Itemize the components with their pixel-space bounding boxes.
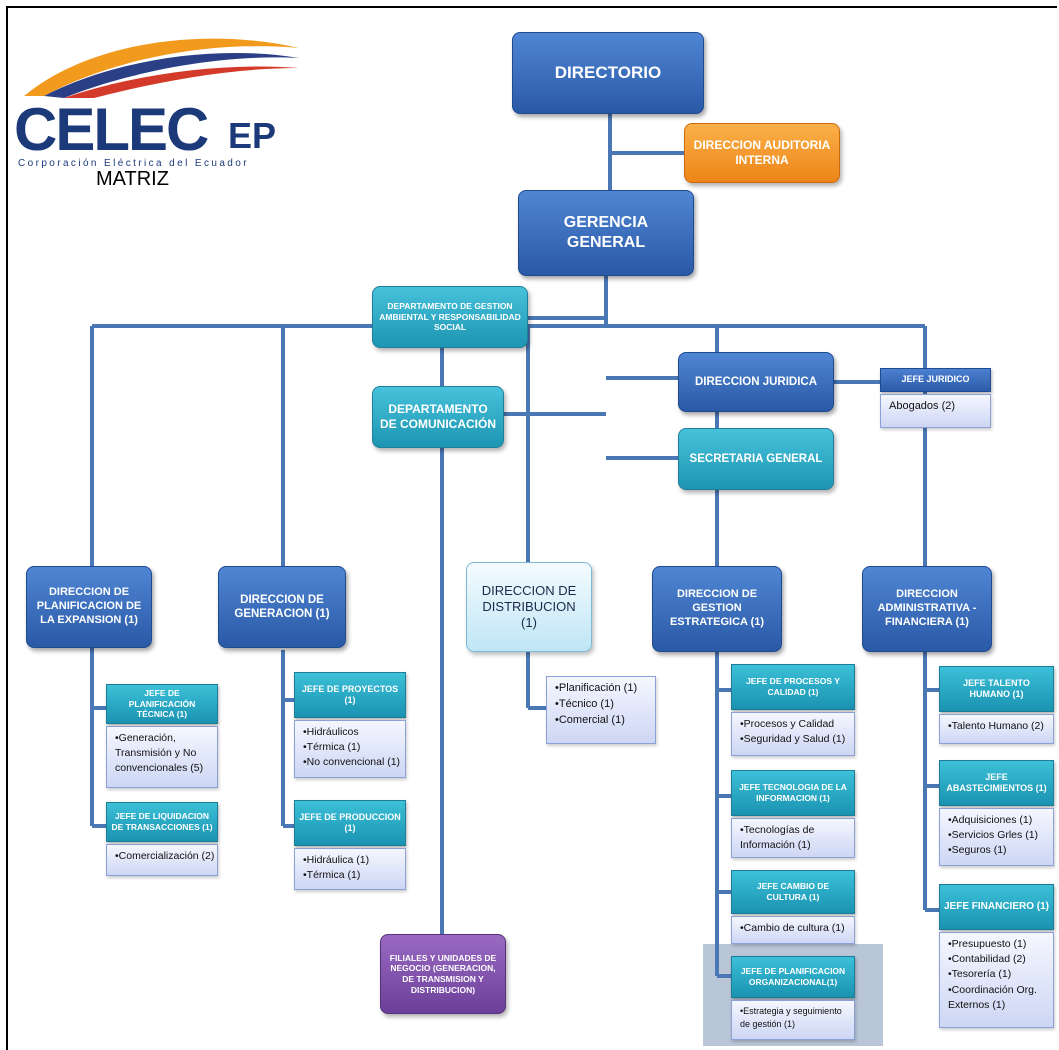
list-item: •Presupuesto (1) (948, 938, 1027, 950)
node-directorio: DIRECTORIO (512, 32, 704, 114)
logo-suffix: EP (228, 115, 277, 156)
list-item: Información (1) (740, 839, 811, 852)
unit-header: JEFE DE PROYECTOS (1) (294, 672, 406, 718)
unit-header: JEFE DE PLANIFICACION ORGANIZACIONAL(1) (731, 956, 855, 998)
distribucion-list: •Planificación (1) •Técnico (1) •Comerci… (546, 676, 656, 744)
unit-list: •Cambio de cultura (1) (731, 916, 855, 944)
list-item: •Seguridad y Salud (1) (740, 733, 846, 746)
unit-list: •Presupuesto (1) •Contabilidad (2) •Teso… (939, 932, 1054, 1028)
node-gerencia-general: GERENCIA GENERAL (518, 190, 694, 276)
list-item: •Contabilidad (2) (948, 953, 1026, 966)
node-direccion-juridica: DIRECCION JURIDICA (678, 352, 834, 412)
list-item: •Comercial (1) (555, 713, 625, 726)
logo-subtitle: Corporación Eléctrica del Ecuador (18, 158, 249, 169)
unit-header: JEFE DE LIQUIDACION DE TRANSACCIONES (1) (106, 802, 218, 842)
node-filiales: FILIALES Y UNIDADES DE NEGOCIO (GENERACI… (380, 934, 506, 1014)
unit-header: JEFE TECNOLOGIA DE LA INFORMACION (1) (731, 770, 855, 816)
list-item: •Técnico (1) (555, 697, 614, 710)
node-direccion-administrativa: DIRECCION ADMINISTRATIVA - FINANCIERA (1… (862, 566, 992, 652)
node-direccion-planificacion: DIRECCION DE PLANIFICACION DE LA EXPANSI… (26, 566, 152, 648)
list-item: •Planificación (1) (555, 682, 638, 694)
list-item: •Seguros (1) (948, 844, 1007, 857)
list-item: convencionales (5) (115, 762, 204, 775)
node-direccion-gestion-estrategica: DIRECCION DE GESTION ESTRATEGICA (1) (652, 566, 782, 652)
unit-header: JEFE CAMBIO DE CULTURA (1) (731, 870, 855, 914)
logo-swoosh (24, 38, 299, 98)
node-secretaria-general: SECRETARIA GENERAL (678, 428, 834, 490)
node-auditoria-interna: DIRECCION AUDITORIA INTERNA (684, 123, 840, 183)
unit-header: JEFE DE PROCESOS Y CALIDAD (1) (731, 664, 855, 710)
list-item: •Térmica (1) (303, 741, 361, 754)
page-frame (6, 6, 1057, 1050)
unit-list: •Adquisiciones (1) •Servicios Grles (1) … (939, 808, 1054, 866)
list-item: •Hidráulicos (303, 726, 359, 738)
jefe-juridico-header: JEFE JURIDICO (880, 368, 991, 392)
list-item: •Cambio de cultura (1) (740, 922, 845, 934)
list-item: •Tesorería (1) (948, 968, 1012, 981)
unit-list: •Talento Humano (2) (939, 714, 1054, 744)
list-item: •No convencional (1) (303, 756, 401, 769)
unit-list: •Hidráulicos •Térmica (1) •No convencion… (294, 720, 406, 778)
list-item: •Tecnologías de (740, 824, 815, 836)
unit-header: JEFE FINANCIERO (1) (939, 884, 1054, 930)
node-direccion-generacion: DIRECCION DE GENERACION (1) (218, 566, 346, 648)
list-item: •Servicios Grles (1) (948, 829, 1039, 842)
unit-header: JEFE DE PLANIFICACIÓN TÉCNICA (1) (106, 684, 218, 724)
list-item: •Coordinación Org. (948, 983, 1037, 996)
node-gestion-ambiental: DEPARTAMENTO DE GESTION AMBIENTAL Y RESP… (372, 286, 528, 348)
list-item: •Generación, (115, 732, 176, 744)
list-item: Externos (1) (948, 998, 1006, 1011)
list-item: •Adquisiciones (1) (948, 814, 1033, 826)
list-item: •Comercialización (2) (115, 850, 215, 862)
node-direccion-distribucion: DIRECCION DE DISTRIBUCION (1) (466, 562, 592, 652)
list-item: •Hidráulica (1) (303, 854, 370, 866)
list-item: Transmisión y No (115, 747, 197, 760)
unit-list: •Hidráulica (1) •Térmica (1) (294, 848, 406, 890)
unit-header: JEFE DE PRODUCCION (1) (294, 800, 406, 846)
jefe-juridico-list: Abogados (2) (880, 394, 991, 428)
list-item: •Procesos y Calidad (740, 718, 835, 730)
logo-wordmark: CELEC (14, 96, 209, 163)
unit-list: •Estrategia y seguimiento de gestión (1) (731, 1000, 855, 1040)
unit-list: •Generación, Transmisión y No convencion… (106, 726, 218, 788)
unit-header: JEFE ABASTECIMIENTOS (1) (939, 760, 1054, 806)
list-item: •Estrategia y seguimiento (740, 1006, 842, 1016)
matriz-label: MATRIZ (96, 168, 169, 190)
celec-logo: CELEC EP Corporación Eléctrica del Ecuad… (14, 18, 304, 169)
list-item: •Talento Humano (2) (948, 720, 1044, 732)
list-item: •Térmica (1) (303, 869, 361, 882)
list-item: Abogados (2) (889, 400, 956, 412)
unit-list: •Procesos y Calidad •Seguridad y Salud (… (731, 712, 855, 756)
list-item: de gestión (1) (740, 1019, 796, 1030)
unit-list: •Tecnologías de Información (1) (731, 818, 855, 858)
node-comunicacion: DEPARTAMENTO DE COMUNICACIÓN (372, 386, 504, 448)
unit-list: •Comercialización (2) (106, 844, 218, 876)
unit-header: JEFE TALENTO HUMANO (1) (939, 666, 1054, 712)
